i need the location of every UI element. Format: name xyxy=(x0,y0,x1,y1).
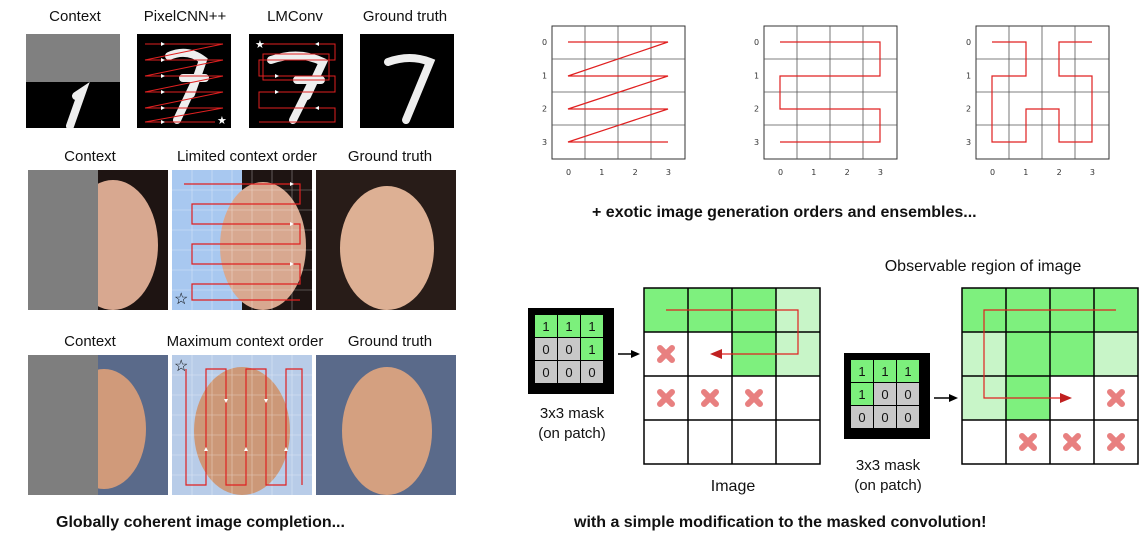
order-grid-snake xyxy=(763,25,898,160)
mask-left-label-line2: (on patch) xyxy=(538,425,606,442)
label-context-face2: Context xyxy=(64,333,116,350)
cross-icon xyxy=(701,389,719,407)
cross-icon xyxy=(1063,433,1081,451)
observable-region-label: Observable region of image xyxy=(884,258,1082,275)
mask-right-cell: 1 xyxy=(850,359,874,383)
x-tick-label: 1 xyxy=(1023,168,1028,177)
x-tick-label: 2 xyxy=(1057,168,1062,177)
y-tick-label: 3 xyxy=(542,138,547,147)
image-grid-left xyxy=(643,287,821,465)
x-tick-label: 0 xyxy=(566,168,571,177)
face2-ground-truth-image xyxy=(316,355,456,495)
face2-context-image xyxy=(28,355,168,495)
y-tick-label: 2 xyxy=(966,105,971,114)
x-tick-label: 3 xyxy=(878,168,883,177)
label-lmconv: LMConv xyxy=(267,8,323,25)
svg-text:☆: ☆ xyxy=(174,291,188,308)
mnist-pixelcnn-image: ★ xyxy=(137,34,231,128)
mask-left-cell: 0 xyxy=(534,337,558,361)
caption-top-right: + exotic image generation orders and ens… xyxy=(592,204,977,221)
x-tick-label: 0 xyxy=(778,168,783,177)
mnist-lmconv-image: ★ xyxy=(249,34,343,128)
mask-right-cell: 1 xyxy=(873,359,897,383)
x-tick-label: 3 xyxy=(666,168,671,177)
y-tick-label: 2 xyxy=(754,105,759,114)
y-tick-label: 2 xyxy=(542,105,547,114)
y-tick-label: 1 xyxy=(966,71,971,80)
cross-icon xyxy=(657,345,675,363)
order-grid-hilbert xyxy=(975,25,1110,160)
face1-context-image xyxy=(28,170,168,310)
caption-left: Globally coherent image completion... xyxy=(56,514,345,531)
mask-right-label-line2: (on patch) xyxy=(854,477,922,494)
mask-right-cell: 0 xyxy=(896,382,920,406)
svg-text:★: ★ xyxy=(255,39,265,51)
y-tick-label: 0 xyxy=(966,38,971,47)
x-tick-label: 1 xyxy=(811,168,816,177)
image-label: Image xyxy=(710,478,756,495)
svg-text:☆: ☆ xyxy=(174,358,188,375)
mask-right-label-line1: 3x3 mask xyxy=(855,457,921,474)
svg-text:★: ★ xyxy=(217,115,227,127)
cross-icon xyxy=(657,389,675,407)
y-tick-label: 3 xyxy=(966,138,971,147)
mnist-ground-truth-image xyxy=(360,34,454,128)
label-context-mnist: Context xyxy=(49,8,101,25)
caption-bottom-right: with a simple modification to the masked… xyxy=(574,514,987,531)
x-tick-label: 0 xyxy=(990,168,995,177)
mask-left-cell: 1 xyxy=(580,314,604,338)
cross-icon xyxy=(1107,433,1125,451)
label-ground-truth-face2: Ground truth xyxy=(347,333,433,350)
cross-icon xyxy=(1107,389,1125,407)
label-context-face1: Context xyxy=(64,148,116,165)
mask-right-cell: 0 xyxy=(850,405,874,429)
x-tick-label: 2 xyxy=(633,168,638,177)
mask-right-cell: 1 xyxy=(896,359,920,383)
mask-left-cell: 0 xyxy=(580,360,604,384)
mask-left-cell: 1 xyxy=(534,314,558,338)
x-tick-label: 3 xyxy=(1090,168,1095,177)
mask-right-cell: 1 xyxy=(850,382,874,406)
y-tick-label: 0 xyxy=(754,38,759,47)
y-tick-label: 0 xyxy=(542,38,547,47)
order-grid-raster xyxy=(551,25,686,160)
mnist-context-image xyxy=(26,34,120,128)
mask-left-cell: 1 xyxy=(557,314,581,338)
mask-right-cell: 0 xyxy=(873,382,897,406)
mask-left-cell: 0 xyxy=(557,337,581,361)
mask-left-cell: 0 xyxy=(557,360,581,384)
face1-limited-context-image: ☆ xyxy=(172,170,312,310)
y-tick-label: 1 xyxy=(754,71,759,80)
face1-ground-truth-image xyxy=(316,170,456,310)
image-grid-right xyxy=(961,287,1139,465)
mask-left-label-line1: 3x3 mask xyxy=(539,405,605,422)
mask-right-cell: 0 xyxy=(896,405,920,429)
label-pixelcnn: PixelCNN++ xyxy=(143,8,227,25)
cross-icon xyxy=(745,389,763,407)
cross-icon xyxy=(1019,433,1037,451)
mask-right-cell: 0 xyxy=(873,405,897,429)
label-limited-context-order: Limited context order xyxy=(176,148,318,165)
label-ground-truth-mnist: Ground truth xyxy=(362,8,448,25)
x-tick-label: 1 xyxy=(599,168,604,177)
label-ground-truth-face1: Ground truth xyxy=(347,148,433,165)
mask-left-cell: 1 xyxy=(580,337,604,361)
y-tick-label: 1 xyxy=(542,71,547,80)
label-maximum-context-order: Maximum context order xyxy=(166,333,324,350)
x-tick-label: 2 xyxy=(845,168,850,177)
mask-left-cell: 0 xyxy=(534,360,558,384)
face2-maximum-context-image: ☆ xyxy=(172,355,312,495)
y-tick-label: 3 xyxy=(754,138,759,147)
